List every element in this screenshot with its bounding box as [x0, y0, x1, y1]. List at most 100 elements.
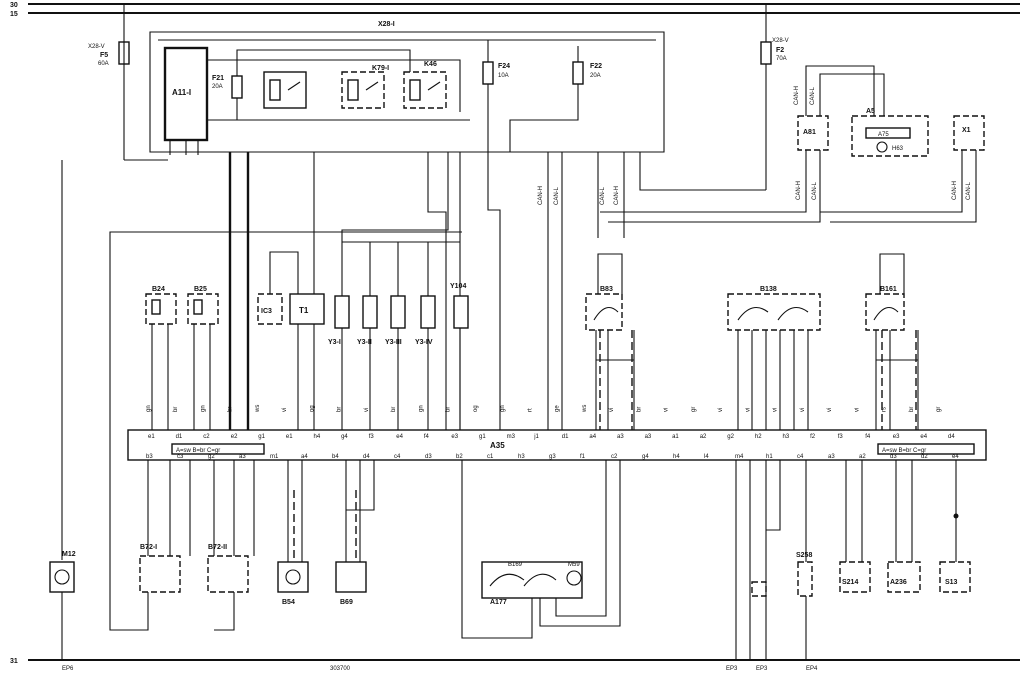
x28-v-left-label: X28-V [88, 44, 105, 50]
b169-label: B169 [508, 562, 523, 568]
ic3-loop [269, 251, 299, 294]
y104-valve [453, 295, 469, 329]
y3-i-label: Y3-I [328, 339, 341, 346]
wire-color-11: br [446, 407, 452, 412]
a35-bottom-pin-7: d4 [363, 454, 370, 460]
a35-code-right: A=sw B=br C=gr [882, 448, 926, 454]
x28-i-label: X28-I [378, 21, 395, 28]
a35-top-pin-3: e2 [231, 434, 238, 440]
can-l-x1 [830, 150, 977, 223]
right-sensor-drops [595, 330, 919, 430]
m59-motor-icon [566, 570, 582, 586]
a35-top-pin-15: d1 [562, 434, 569, 440]
wire-color-16: ws [582, 405, 588, 413]
f2-to-x28 [639, 152, 766, 191]
a35-label: A35 [490, 441, 505, 450]
a35-top-pin-26: f4 [865, 434, 871, 440]
f5-label: F5 [100, 52, 108, 59]
s258-label: S258 [796, 552, 812, 559]
b83-loop [597, 253, 623, 294]
can-l-a81-top [819, 73, 885, 116]
can-h-label-a81: CAN-H [794, 86, 800, 105]
bottom-shield [293, 490, 357, 562]
b24-element [151, 299, 161, 315]
b24-sensor [145, 293, 177, 325]
a75-display [865, 127, 911, 139]
k46-coil [409, 79, 421, 101]
b69-sensor [335, 561, 367, 593]
f2-label: F2 [776, 47, 784, 54]
wire-color-27: rs [882, 407, 888, 412]
a35-bottom-pin-24: d3 [890, 454, 897, 460]
a35-bottom-pin-1: c3 [177, 454, 184, 460]
ground-ep6: EP6 [62, 666, 74, 672]
relay-a11-contact [287, 81, 301, 91]
wire-color-17: vi [609, 408, 615, 412]
f21-label: F21 [212, 75, 224, 82]
wire-color-9: br [391, 407, 397, 412]
b83-sensor [585, 293, 623, 331]
a11-label: A11-I [172, 88, 191, 97]
a35-top-pin-5: e1 [286, 434, 293, 440]
can-h-a81-down [600, 150, 807, 213]
s214-label: S214 [842, 579, 858, 586]
b138-element [737, 306, 809, 321]
b54-b69-wires [287, 460, 375, 562]
can-l-a81-down [608, 150, 821, 223]
a35-bottom-pin-25: d2 [921, 454, 928, 460]
m12-label: M12 [62, 551, 76, 558]
s13-label: S13 [945, 579, 958, 586]
a35-bottom-pin-26: e4 [952, 454, 959, 460]
wire-color-21: vi [718, 408, 724, 412]
a35-bottom-pin-20: h1 [766, 454, 773, 460]
b161-sensor [865, 293, 905, 331]
can-l-label-x28: CAN-L [600, 186, 606, 205]
ground-ep3-b: EP3 [756, 666, 768, 672]
a5-label: A5 [866, 108, 875, 115]
wire-color-4: ws [255, 405, 261, 413]
b54-element-icon [285, 569, 301, 585]
can-h-a81-top [805, 65, 875, 116]
a35-bottom-pin-17: h4 [673, 454, 680, 460]
f24-label: F24 [498, 63, 510, 70]
a35-top-pin-23: h3 [783, 434, 790, 440]
a35-bottom-pin-6: b4 [332, 454, 339, 460]
b24-label: B24 [152, 286, 165, 293]
a35-bottom-pin-19: m4 [735, 454, 744, 460]
a35-top-pin-4: g1 [258, 434, 265, 440]
s258-switch [797, 561, 813, 597]
a236-module [887, 561, 921, 593]
a35-control-unit [127, 429, 987, 461]
b72-wires [147, 460, 255, 556]
can-h-label-a81-low: CAN-H [796, 181, 802, 200]
a35-bottom-pin-10: b2 [456, 454, 463, 460]
a35-bottom-pin-11: c1 [487, 454, 494, 460]
ground-junction-box [751, 581, 767, 597]
a35-top-pin-9: e4 [396, 434, 403, 440]
x1-label: X1 [962, 127, 971, 134]
can-h-label-a35: CAN-H [538, 186, 544, 205]
ground-ep4: EP4 [806, 666, 818, 672]
k79-contact [365, 81, 379, 91]
a177-wiring [461, 460, 621, 639]
can-l-label-a81-low: CAN-L [812, 181, 818, 200]
a35-top-pin-17: a3 [617, 434, 624, 440]
a35-top-pin-20: a2 [700, 434, 707, 440]
a35-bottom-pin-21: c4 [797, 454, 804, 460]
f5-rating: 60A [98, 61, 109, 67]
x1-connector [953, 115, 985, 151]
b69-label: B69 [340, 599, 353, 606]
can-l-label-a35: CAN-L [554, 186, 560, 205]
a35-bottom-pin-4: m1 [270, 454, 279, 460]
b54-label: B54 [282, 599, 295, 606]
wire-color-14: rt [527, 408, 533, 412]
a35-top-pin-0: e1 [148, 434, 155, 440]
t1-label: T1 [299, 306, 309, 315]
a35-top-pin-18: a3 [645, 434, 652, 440]
shielding [599, 330, 917, 430]
y3-iv-label: Y3-IV [415, 339, 433, 346]
s13-switch [939, 561, 971, 593]
